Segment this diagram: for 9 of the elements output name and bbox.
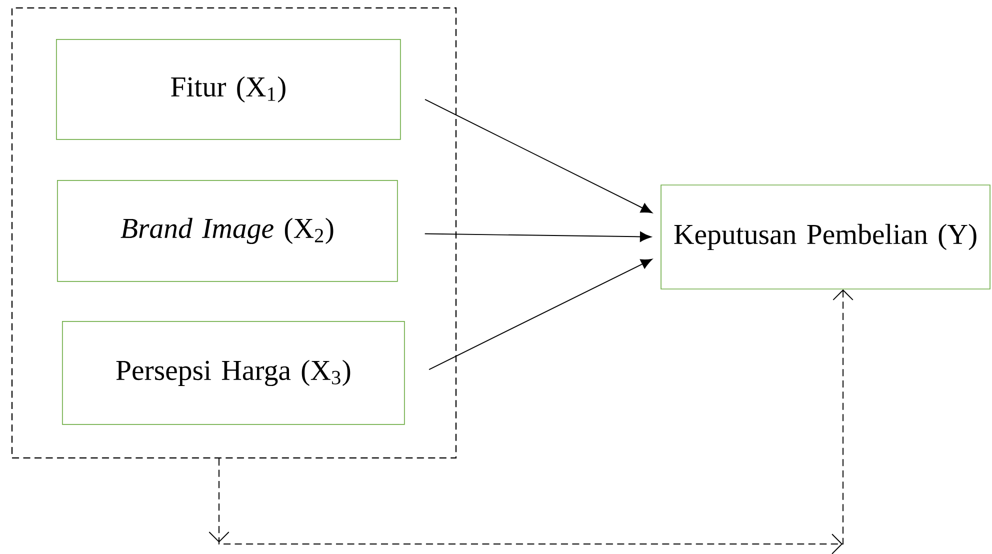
dashed-frame xyxy=(11,7,457,459)
variable-box: Brand Image (X$_{2}$) xyxy=(57,180,398,282)
arrow xyxy=(428,258,652,370)
outcome-box: Keputusan Pembelian (Y) xyxy=(660,184,990,290)
variable-box: Persepsi Harga (X$_{3}$) xyxy=(62,321,405,425)
variable-box: Fitur (X$_{1}$) xyxy=(56,39,401,140)
arrow xyxy=(424,99,652,214)
arrow xyxy=(424,232,652,242)
arrow xyxy=(208,289,854,554)
